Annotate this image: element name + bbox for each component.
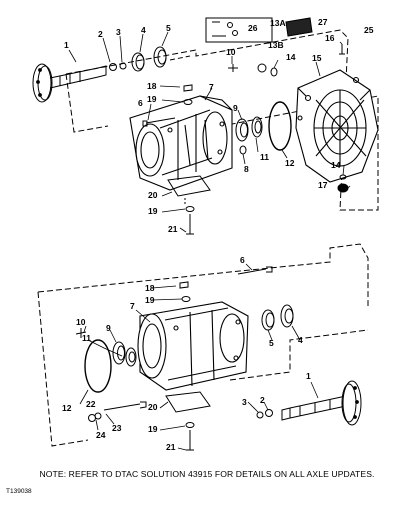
ring-8-upper <box>239 145 247 155</box>
callout-2-lower: 2 <box>260 395 265 405</box>
callout-9-lower: 9 <box>106 323 111 333</box>
callout-18-upper: 18 <box>147 81 157 91</box>
callout-27: 27 <box>318 17 328 27</box>
callout-5-upper: 5 <box>166 23 171 33</box>
callout-14-upper: 14 <box>286 52 296 62</box>
callout-19-upper: 19 <box>147 94 157 104</box>
bracket-20-lower <box>165 391 211 413</box>
callout-12-lower: 12 <box>62 403 72 413</box>
seal-11-upper <box>251 116 263 138</box>
callout-11-upper: 11 <box>260 152 269 162</box>
washer-3-upper <box>119 62 127 70</box>
callout-7-lower: 7 <box>130 301 135 311</box>
axle-housing-7-upper <box>129 95 233 191</box>
seal-11-lower <box>125 347 137 367</box>
callout-13a: 13A <box>270 18 286 28</box>
callout-6-lower: 6 <box>240 255 245 265</box>
callout-19b-upper: 19 <box>148 206 158 216</box>
callout-7-upper: 7 <box>209 82 214 92</box>
callout-13b: 13B <box>268 40 284 50</box>
callout-3-lower: 3 <box>242 397 247 407</box>
callout-10-upper: 10 <box>226 47 236 57</box>
bolt-6-upper <box>142 117 176 127</box>
leader-lines <box>68 31 351 451</box>
bolt-21-lower <box>186 430 194 451</box>
vent-16 <box>339 44 345 55</box>
seal-5-upper <box>153 46 167 68</box>
callout-9-upper: 9 <box>233 103 238 113</box>
plug-17 <box>337 183 349 193</box>
upper-dashed-enclosure <box>65 29 379 211</box>
callout-2-upper: 2 <box>98 29 103 39</box>
bearing-5-lower <box>261 309 275 331</box>
bearing-4-upper <box>131 52 145 72</box>
callout-6-upper: 6 <box>138 98 143 108</box>
pin-10-lower <box>75 328 87 338</box>
callout-19-lower: 19 <box>145 295 155 305</box>
callout-21-upper: 21 <box>168 224 178 234</box>
pin-22 <box>103 401 147 411</box>
callout-23: 23 <box>112 423 122 433</box>
callout-1-upper: 1 <box>64 40 69 50</box>
callout-8-upper: 8 <box>244 164 249 174</box>
callout-20-upper: 20 <box>148 190 158 200</box>
callout-16: 16 <box>325 33 335 43</box>
upper-dashed-enclosure-left <box>65 73 109 133</box>
callout-5-lower: 5 <box>269 338 274 348</box>
figure-reference: T139038 <box>6 488 32 495</box>
callouts-upper: 1 2 3 4 5 6 7 8 9 10 11 12 13A 13B 14 14… <box>64 17 374 234</box>
axle-shaft-lower <box>281 380 362 426</box>
axle-shaft-upper <box>32 63 107 103</box>
callout-10-lower: 10 <box>76 317 86 327</box>
bearing-9-lower <box>112 341 126 365</box>
callout-15: 15 <box>312 53 322 63</box>
callout-21-lower: 21 <box>166 442 176 452</box>
callout-18-lower: 18 <box>145 283 155 293</box>
plug-18-upper <box>183 84 193 92</box>
washer-19-lower <box>181 296 191 302</box>
bolt-21-upper <box>186 214 194 235</box>
decal-27 <box>285 17 313 37</box>
nut-24 <box>88 414 96 422</box>
callout-22: 22 <box>86 399 96 409</box>
seal-4-lower <box>280 304 294 328</box>
bolt-6-lower <box>237 266 273 275</box>
snap-ring-2-lower <box>265 409 273 417</box>
snap-ring-2-upper <box>109 63 117 71</box>
callout-26: 26 <box>248 23 258 33</box>
callout-12-upper: 12 <box>285 158 295 168</box>
callout-17: 17 <box>318 180 328 190</box>
callout-1-lower: 1 <box>306 371 311 381</box>
axle-housing-7-lower <box>137 301 249 391</box>
callout-3-upper: 3 <box>116 27 121 37</box>
washer-19b-lower <box>185 422 195 428</box>
washer-19-upper <box>183 99 193 105</box>
lower-dashed-enclosure <box>37 243 369 447</box>
callout-25: 25 <box>364 25 374 35</box>
callout-14b-upper: 14 <box>331 160 341 170</box>
callout-19b-lower: 19 <box>148 424 158 434</box>
callout-4-lower: 4 <box>298 335 303 345</box>
o-ring-12-upper <box>268 101 292 151</box>
label-kit-13a <box>205 17 273 43</box>
callout-11-lower: 11 <box>82 333 91 343</box>
washer-19b-upper <box>185 206 195 212</box>
callout-4-upper: 4 <box>141 25 146 35</box>
carrier-housing-15 <box>295 69 379 183</box>
callout-20-lower: 20 <box>148 402 158 412</box>
lower-dashed-enclosure-right <box>229 329 369 381</box>
washer-14-upper <box>270 67 278 77</box>
update-note: NOTE: REFER TO DTAC SOLUTION 43915 FOR D… <box>39 469 375 479</box>
callouts-lower: 1 2 3 4 5 6 7 9 10 11 12 18 19 19 20 21 … <box>62 255 311 452</box>
plug-18-lower <box>179 281 189 289</box>
pin-10-upper <box>228 64 238 72</box>
plug-13b <box>257 63 267 73</box>
callout-24: 24 <box>96 430 106 440</box>
washer-3-lower <box>256 411 264 419</box>
bracket-20-upper <box>167 175 211 197</box>
o-ring-12-lower <box>84 339 112 393</box>
